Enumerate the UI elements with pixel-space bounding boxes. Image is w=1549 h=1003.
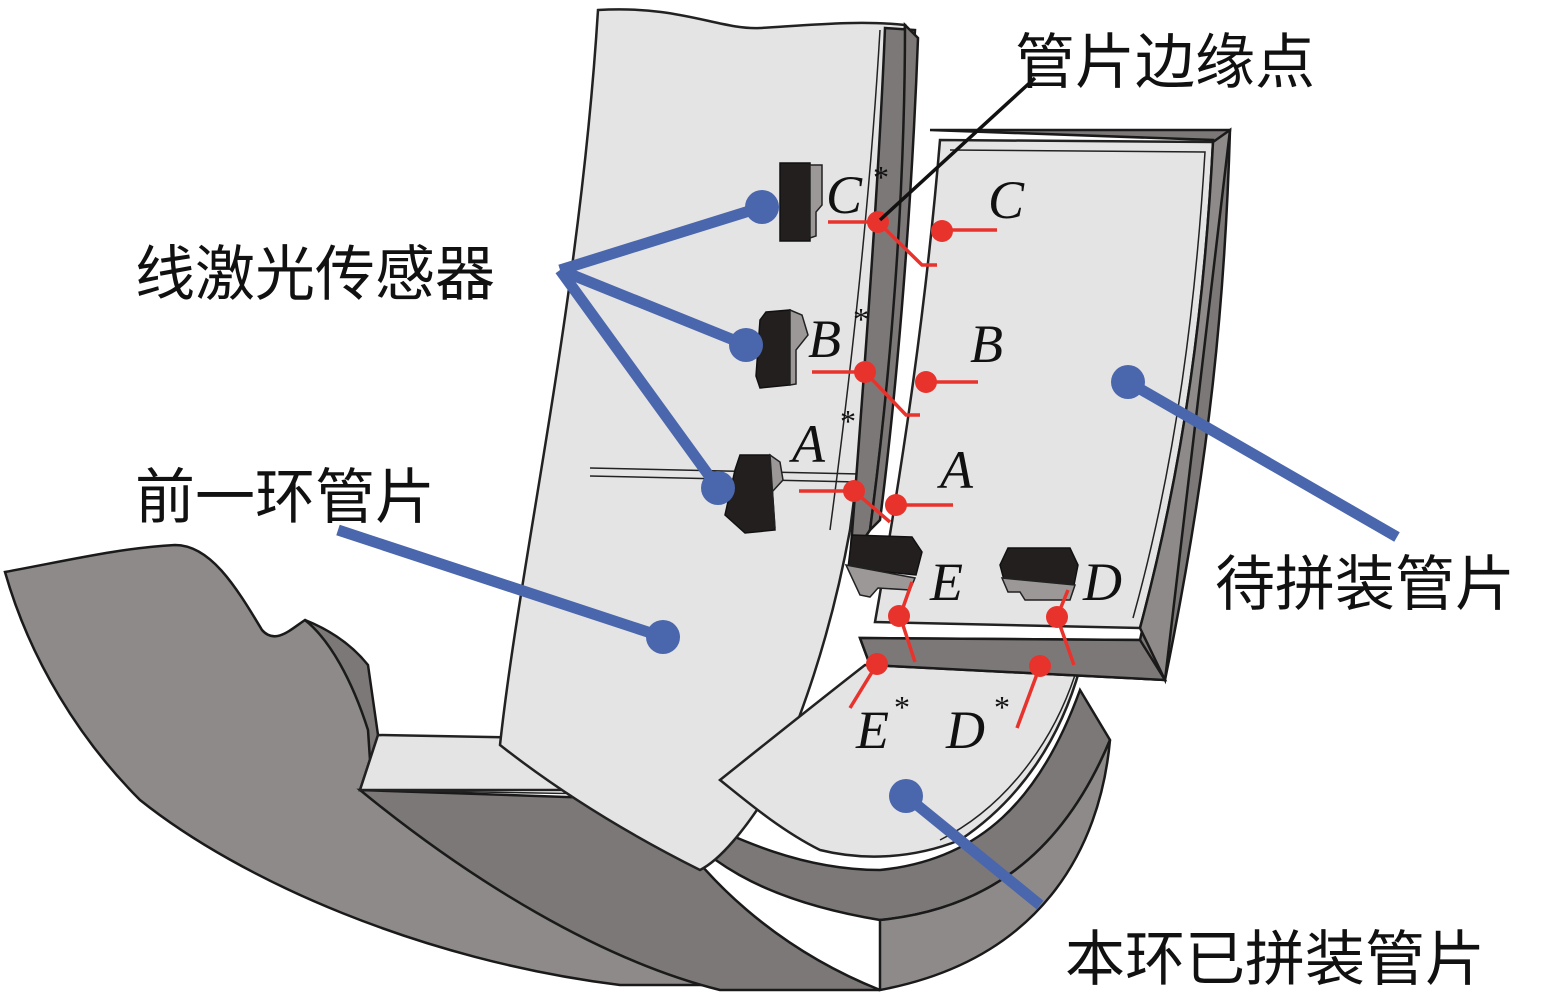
leader-previous-ring [336, 524, 665, 643]
current-ring-assembled-segment [717, 663, 1082, 858]
label-segment-to-assemble: 待拼装管片 [1215, 550, 1515, 620]
callout-labels: 管片边缘点 线激光传感器 前一环管片 待拼装管片 本环已拼装管片 [135, 28, 1515, 995]
edge-point-d-star [1029, 655, 1051, 677]
leader-segment-to-assemble [1125, 377, 1400, 542]
edge-point-b-star [854, 361, 876, 383]
star-d: * [994, 689, 1010, 725]
star-a: * [840, 403, 856, 439]
edge-point-e [888, 605, 910, 627]
segment-to-assemble [858, 127, 1232, 685]
sensor-e [844, 534, 923, 598]
leader-edge-point [878, 76, 1037, 222]
sensor-d [999, 547, 1079, 601]
star-e: * [894, 689, 910, 725]
point-labels: C * C B * B A * A E D E * D * [789, 159, 1122, 760]
label-previous-ring-segment: 前一环管片 [135, 463, 435, 533]
edge-points [843, 211, 1068, 677]
edge-point-b [915, 371, 937, 393]
leader-sensor-a [555, 266, 723, 492]
edge-point-c [931, 220, 953, 242]
leader-dot-segment-to-assemble [1111, 365, 1145, 399]
label-edge-point: 管片边缘点 [1015, 28, 1315, 98]
edge-point-a [885, 494, 907, 516]
sensor-a-star [724, 453, 784, 534]
label-b-star: B [808, 309, 841, 369]
edge-point-a-star [843, 480, 865, 502]
sensor-c-star [779, 162, 823, 242]
label-d-star: D [945, 700, 985, 760]
leader-dot-current-ring [889, 779, 923, 813]
star-b: * [853, 301, 869, 337]
sensor-b-star [755, 308, 809, 389]
label-c-star: C [826, 165, 863, 225]
label-a: A [937, 440, 974, 500]
leader-current-ring [902, 791, 1044, 910]
edge-point-d [1046, 606, 1068, 628]
leader-dot-sensor-a [701, 471, 735, 505]
leader-sensor-b [557, 264, 749, 351]
leader-dot-sensor-c [745, 190, 779, 224]
label-b: B [970, 314, 1003, 374]
label-c: C [988, 170, 1025, 230]
label-e: E [929, 552, 963, 612]
label-d: D [1082, 552, 1122, 612]
label-e-star: E [855, 700, 889, 760]
leader-dot-sensor-b [729, 328, 763, 362]
leader-sensor-c [558, 201, 764, 276]
label-line-laser-sensor: 线激光传感器 [135, 240, 495, 310]
label-a-star: A [789, 414, 826, 474]
label-current-ring-assembled-segment: 本环已拼装管片 [1065, 925, 1485, 995]
leader-dot-previous-ring [646, 620, 680, 654]
edge-point-e-star [866, 653, 888, 675]
star-c: * [873, 159, 889, 195]
leader-lines [336, 76, 1400, 910]
